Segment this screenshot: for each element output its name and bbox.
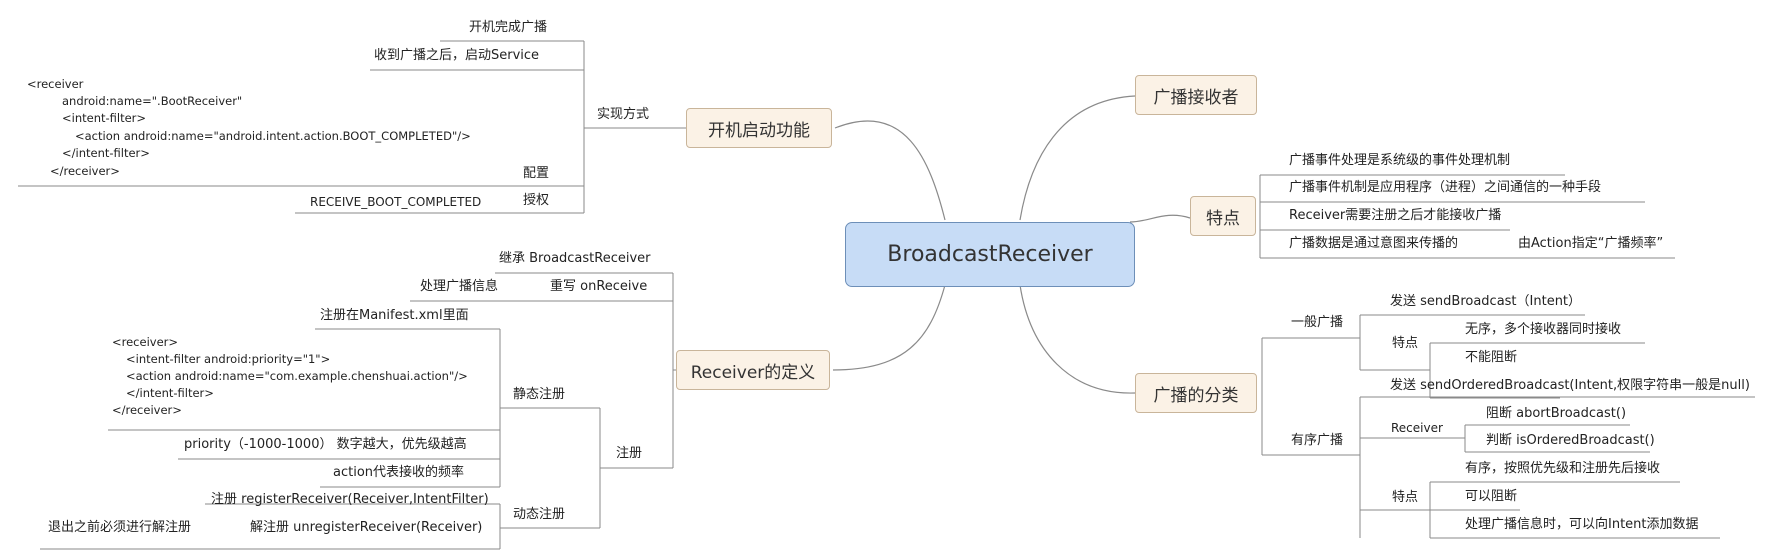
central-topic[interactable]: BroadcastReceiver xyxy=(845,222,1135,287)
boot-perm-value: RECEIVE_BOOT_COMPLETED xyxy=(310,195,482,209)
type-normal-feature-label: 特点 xyxy=(1392,336,1419,351)
def-register-label: 注册 xyxy=(616,446,643,461)
def-handle-label: 处理广播信息 xyxy=(420,279,499,294)
branch-receiver[interactable]: 广播接收者 xyxy=(1135,75,1257,115)
type-normal-feature-2: 不能阻断 xyxy=(1465,350,1518,365)
type-receiver-label: Receiver xyxy=(1391,421,1443,435)
def-manifest: 注册在Manifest.xml里面 xyxy=(320,308,469,323)
feature-3: Receiver需要注册之后才能接收广播 xyxy=(1289,208,1502,223)
feature-1: 广播事件处理是系统级的事件处理机制 xyxy=(1289,153,1511,168)
boot-perm-label: 授权 xyxy=(523,193,550,208)
def-priority: priority（-1000-1000） 数字越大，优先级越高 xyxy=(184,437,467,452)
branch-types[interactable]: 广播的分类 xyxy=(1135,373,1257,413)
def-static-code-3: <action android:name="com.example.chensh… xyxy=(126,369,468,383)
feature-2: 广播事件机制是应用程序（进程）之间通信的一种手段 xyxy=(1289,180,1602,195)
branch-boot[interactable]: 开机启动功能 xyxy=(686,108,832,148)
def-static-code-2: <intent-filter android:priority="1"> xyxy=(126,352,331,366)
boot-config-code-2: android:name=".BootReceiver" xyxy=(62,94,243,108)
branch-features[interactable]: 特点 xyxy=(1190,196,1256,236)
boot-item-2: 收到广播之后，启动Service xyxy=(374,48,540,63)
def-dynamic-label: 动态注册 xyxy=(513,507,566,522)
boot-config-label: 配置 xyxy=(523,166,550,181)
def-action-freq: action代表接收的频率 xyxy=(333,465,465,480)
def-unregister-call: 解注册 unregisterReceiver(Receiver) xyxy=(250,520,483,535)
def-static-code-4: </intent-filter> xyxy=(126,386,214,400)
type-check: 判断 isOrderedBroadcast() xyxy=(1486,433,1655,448)
boot-item-1: 开机完成广播 xyxy=(469,20,548,35)
type-ordered-feature-label: 特点 xyxy=(1392,490,1419,505)
def-register-call: 注册 registerReceiver(Receiver,IntentFilte… xyxy=(211,492,489,507)
type-ordered-feature-1: 有序，按照优先级和注册先后接收 xyxy=(1465,461,1661,476)
type-ordered-feature-2: 可以阻断 xyxy=(1465,489,1518,504)
def-static-code-5: </receiver> xyxy=(112,403,182,417)
type-ordered-label: 有序广播 xyxy=(1291,433,1344,448)
boot-config-code-6: </receiver> xyxy=(50,164,120,178)
boot-config-code-5: </intent-filter> xyxy=(62,146,150,160)
feature-4: 广播数据是通过意图来传播的 xyxy=(1289,236,1459,251)
def-override: 重写 onReceive xyxy=(550,279,648,294)
def-static-label: 静态注册 xyxy=(513,387,566,402)
type-normal-label: 一般广播 xyxy=(1291,315,1344,330)
boot-impl-label: 实现方式 xyxy=(597,107,650,122)
type-abort: 阻断 abortBroadcast() xyxy=(1486,406,1627,421)
feature-action-note: 由Action指定“广播频率” xyxy=(1518,236,1664,251)
boot-config-code-3: <intent-filter> xyxy=(62,111,147,125)
type-normal-feature-1: 无序，多个接收器同时接收 xyxy=(1465,322,1622,337)
branch-definition[interactable]: Receiver的定义 xyxy=(676,350,830,390)
boot-config-code-4: <action android:name="android.intent.act… xyxy=(75,129,471,143)
type-normal-send: 发送 sendBroadcast（Intent） xyxy=(1390,294,1582,309)
boot-config-code-1: <receiver xyxy=(27,77,84,91)
def-static-code-1: <receiver> xyxy=(112,335,179,349)
type-ordered-send: 发送 sendOrderedBroadcast(Intent,权限字符串一般是n… xyxy=(1390,378,1750,393)
def-unregister-note: 退出之前必须进行解注册 xyxy=(48,520,192,535)
def-inherit: 继承 BroadcastReceiver xyxy=(499,251,651,266)
type-ordered-feature-3: 处理广播信息时，可以向Intent添加数据 xyxy=(1465,517,1699,532)
